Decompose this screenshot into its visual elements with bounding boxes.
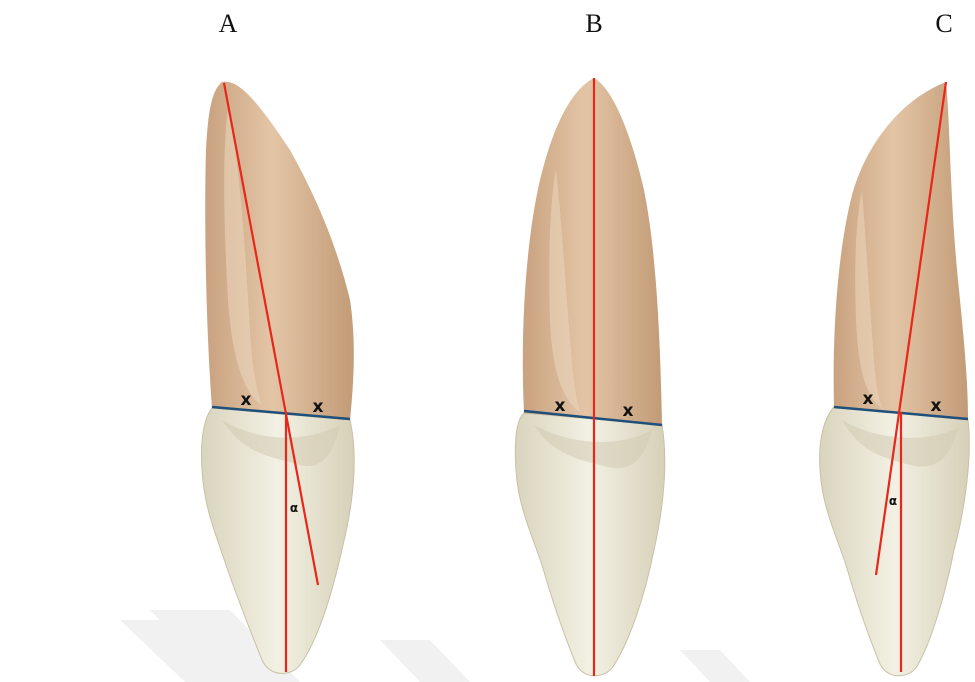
tooth-b-root bbox=[523, 78, 662, 425]
tooth-a-mark-left: x bbox=[241, 390, 252, 410]
watermark-chevrons bbox=[120, 610, 750, 682]
tooth-c: x x α bbox=[820, 82, 970, 676]
tooth-b-mark-right: x bbox=[623, 401, 634, 421]
tooth-c-angle-label: α bbox=[889, 494, 897, 508]
tooth-c-mark-right: x bbox=[931, 396, 942, 416]
tooth-b-mark-left: x bbox=[555, 396, 566, 416]
panel-label-b: B bbox=[585, 9, 602, 38]
tooth-c-root bbox=[834, 82, 968, 420]
panel-label-c: C bbox=[935, 9, 952, 38]
tooth-a: x x α bbox=[201, 82, 354, 674]
tooth-a-mark-right: x bbox=[313, 397, 324, 417]
tooth-a-angle-label: α bbox=[290, 501, 298, 515]
panel-label-a: A bbox=[219, 9, 238, 38]
tooth-b: x x bbox=[515, 78, 665, 676]
tooth-c-mark-left: x bbox=[863, 389, 874, 409]
